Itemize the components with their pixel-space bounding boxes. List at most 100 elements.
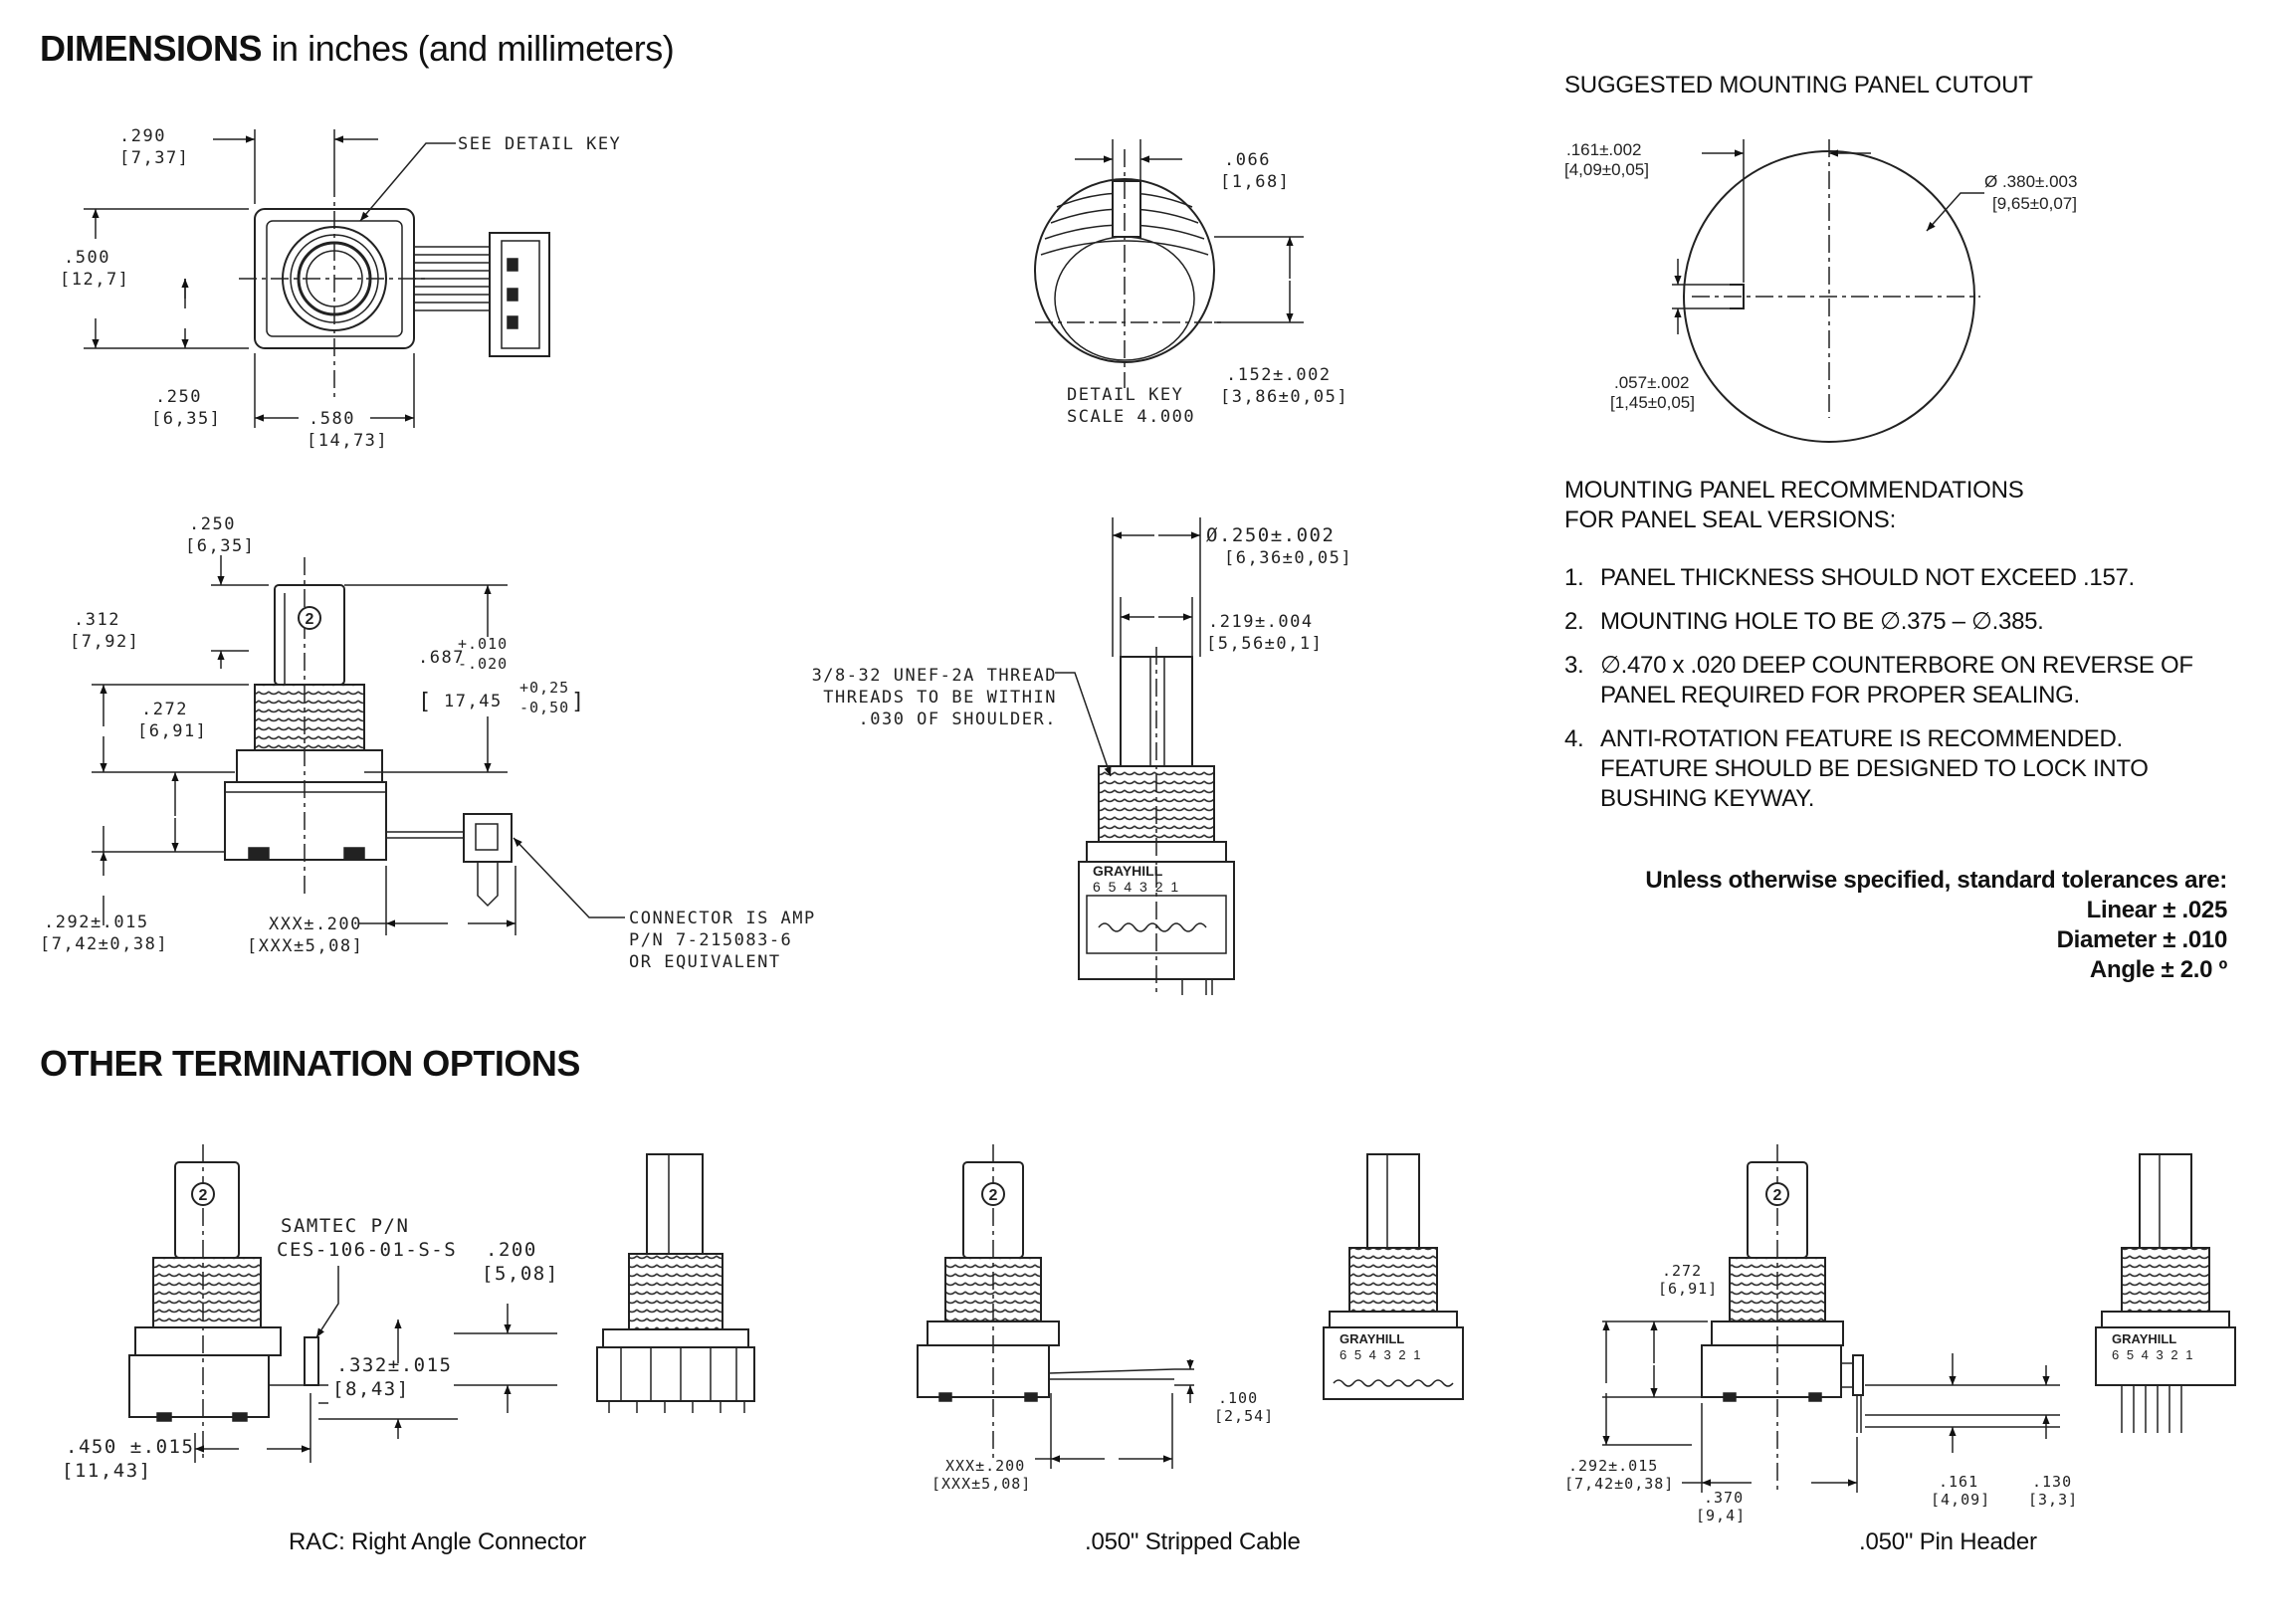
side-dim-687-mm: 17,45 bbox=[444, 692, 503, 711]
front-dim-219: .219±.004 bbox=[1208, 612, 1314, 632]
list-item: 3.∅.470 x .020 DEEP COUNTERBORE ON REVER… bbox=[1564, 651, 2221, 710]
other-terminations-title: OTHER TERMINATION OPTIONS bbox=[40, 1043, 580, 1084]
dim-066-mm: [1,68] bbox=[1220, 172, 1290, 192]
side-dim-250: .250 bbox=[189, 514, 236, 534]
pin-dim-130: .130 bbox=[2032, 1473, 2072, 1491]
dim-152-mm: [3,86±0,05] bbox=[1220, 387, 1348, 407]
rac-dim-332-mm: [8,43] bbox=[332, 1378, 410, 1400]
item-number: 3. bbox=[1564, 652, 1584, 679]
side-dim-687-plus: +.010 bbox=[458, 635, 508, 653]
side-dim-292-mm: [7,42±0,38] bbox=[40, 934, 168, 954]
rac-dim-200-mm: [5,08] bbox=[482, 1263, 559, 1285]
dim-290: .290 bbox=[119, 126, 166, 146]
recommendations-list: 1. PANEL THICKNESS SHOULD NOT EXCEED .157… bbox=[1564, 563, 2221, 828]
dim-580: .580 bbox=[309, 409, 355, 429]
pin-marker-icon: 2 bbox=[191, 1182, 215, 1206]
side-dim-687-minus: -.020 bbox=[458, 655, 508, 673]
position-digits: 6 5 4 3 2 1 bbox=[1093, 879, 1180, 895]
pin-dim-130-mm: [3,3] bbox=[2028, 1491, 2078, 1509]
dim-500-mm: [12,7] bbox=[60, 270, 129, 290]
page-title-bold: DIMENSIONS bbox=[40, 28, 263, 69]
stripped-brand-label: GRAYHILL bbox=[1340, 1331, 1404, 1346]
pin-dim-292: .292±.015 bbox=[1568, 1457, 1658, 1475]
tolerance-line: Angle ± 2.0 º bbox=[2089, 956, 2227, 983]
pin-brand-label: GRAYHILL bbox=[2112, 1331, 2176, 1346]
see-detail-note: SEE DETAIL KEY bbox=[458, 134, 621, 154]
cutout-dim-380-mm: [9,65±0,07] bbox=[1992, 194, 2077, 213]
pin-dim-292-mm: [7,42±0,38] bbox=[1564, 1475, 1674, 1493]
rac-dim-450: .450 ±.015 bbox=[66, 1436, 194, 1458]
recommendations-title: MOUNTING PANEL RECOMMENDATIONS FOR PANEL… bbox=[1564, 476, 2024, 535]
brand-label: GRAYHILL bbox=[1093, 863, 1163, 879]
connector-note-line2: P/N 7-215083-6 bbox=[629, 930, 792, 950]
thread-note-line3: .030 OF SHOULDER. bbox=[859, 710, 1058, 729]
side-dim-687: .687 bbox=[418, 648, 465, 668]
side-dim-272: .272 bbox=[141, 700, 188, 719]
recommendations-title-line1: MOUNTING PANEL RECOMMENDATIONS bbox=[1564, 477, 2024, 504]
side-dim-687-mm-plus: +0,25 bbox=[519, 679, 569, 697]
page-title: DIMENSIONS in inches (and millimeters) bbox=[40, 28, 675, 70]
stripped-dim-xxx-mm: [XXX±5,08] bbox=[931, 1475, 1031, 1493]
side-dim-250-mm: [6,35] bbox=[185, 536, 255, 556]
list-item: 2.MOUNTING HOLE TO BE ∅.375 – ∅.385. bbox=[1564, 607, 2221, 637]
samtec-label: SAMTEC P/N bbox=[281, 1215, 409, 1237]
side-dim-312: .312 bbox=[74, 610, 120, 630]
stripped-cable-view bbox=[917, 1144, 1464, 1469]
stripped-dim-100-mm: [2,54] bbox=[1214, 1407, 1274, 1425]
thread-note-line1: 3/8-32 UNEF-2A THREAD bbox=[812, 666, 1057, 686]
detail-key-view bbox=[1034, 139, 1304, 388]
stripped-position-digits: 6 5 4 3 2 1 bbox=[1340, 1347, 1422, 1362]
cutout-view bbox=[1672, 139, 1984, 443]
top-view bbox=[84, 129, 550, 428]
svg-text:2: 2 bbox=[306, 611, 314, 628]
tolerance-line: Diameter ± .010 bbox=[2056, 926, 2228, 953]
detail-key-label: DETAIL KEY bbox=[1067, 385, 1183, 405]
pin-dim-370-mm: [9,4] bbox=[1696, 1507, 1746, 1524]
pin-marker-icon: 2 bbox=[298, 606, 321, 630]
list-item: 4. ANTI-ROTATION FEATURE IS RECOMMENDED. … bbox=[1564, 724, 2221, 814]
cutout-dim-380: Ø .380±.003 bbox=[1984, 172, 2077, 191]
connector-note-line3: OR EQUIVALENT bbox=[629, 952, 781, 972]
item-number: 4. bbox=[1564, 725, 1584, 752]
pin-dim-370: .370 bbox=[1704, 1489, 1744, 1507]
page-title-rest: in inches (and millimeters) bbox=[271, 28, 675, 69]
front-dim-250: Ø.250±.002 bbox=[1206, 524, 1335, 546]
item-text: ANTI-ROTATION FEATURE IS RECOMMENDED. FE… bbox=[1600, 725, 2149, 812]
thread-note-line2: THREADS TO BE WITHIN bbox=[823, 688, 1057, 708]
dim-250: .250 bbox=[155, 387, 202, 407]
svg-text:2: 2 bbox=[1773, 1187, 1782, 1204]
caption-rac: RAC: Right Angle Connector bbox=[289, 1528, 586, 1555]
samtec-part: CES-106-01-S-S bbox=[277, 1239, 457, 1261]
cutout-dim-057-mm: [1,45±0,05] bbox=[1610, 393, 1695, 412]
caption-pin-header: .050" Pin Header bbox=[1859, 1528, 2037, 1555]
rac-view bbox=[128, 1144, 755, 1463]
svg-text:[: [ bbox=[418, 690, 433, 714]
stripped-dim-100: .100 bbox=[1218, 1389, 1258, 1407]
dim-500: .500 bbox=[64, 248, 110, 268]
caption-stripped-cable: .050" Stripped Cable bbox=[1085, 1528, 1301, 1555]
stripped-dim-xxx: XXX±.200 bbox=[945, 1457, 1025, 1475]
cutout-dim-057: .057±.002 bbox=[1614, 373, 1690, 392]
tolerance-note: Unless otherwise specified, standard tol… bbox=[1645, 866, 2227, 985]
tolerance-line: Unless otherwise specified, standard tol… bbox=[1645, 867, 2227, 894]
dim-250-mm: [6,35] bbox=[151, 409, 221, 429]
front-dim-219-mm: [5,56±0,1] bbox=[1206, 634, 1323, 654]
pin-header-view bbox=[1602, 1144, 2236, 1493]
cutout-title: SUGGESTED MOUNTING PANEL CUTOUT bbox=[1564, 72, 2033, 99]
front-view bbox=[1055, 517, 1235, 995]
detail-key-scale: SCALE 4.000 bbox=[1067, 407, 1195, 427]
side-dim-272-mm: [6,91] bbox=[137, 721, 207, 741]
pin-dim-161-mm: [4,09] bbox=[1931, 1491, 1990, 1509]
cutout-dim-161: .161±.002 bbox=[1566, 140, 1642, 159]
svg-text:2: 2 bbox=[199, 1187, 208, 1204]
side-dim-312-mm: [7,92] bbox=[70, 632, 139, 652]
dim-580-mm: [14,73] bbox=[307, 431, 388, 451]
item-number: 1. bbox=[1564, 564, 1584, 591]
pin-marker-icon: 2 bbox=[981, 1182, 1005, 1206]
rac-dim-332: .332±.015 bbox=[336, 1354, 452, 1376]
dim-290-mm: [7,37] bbox=[119, 148, 189, 168]
pin-dim-161: .161 bbox=[1939, 1473, 1978, 1491]
pin-dim-272-mm: [6,91] bbox=[1658, 1280, 1718, 1298]
side-dim-xxx: XXX±.200 bbox=[269, 914, 362, 934]
item-text: PANEL THICKNESS SHOULD NOT EXCEED .157. bbox=[1600, 564, 2135, 591]
